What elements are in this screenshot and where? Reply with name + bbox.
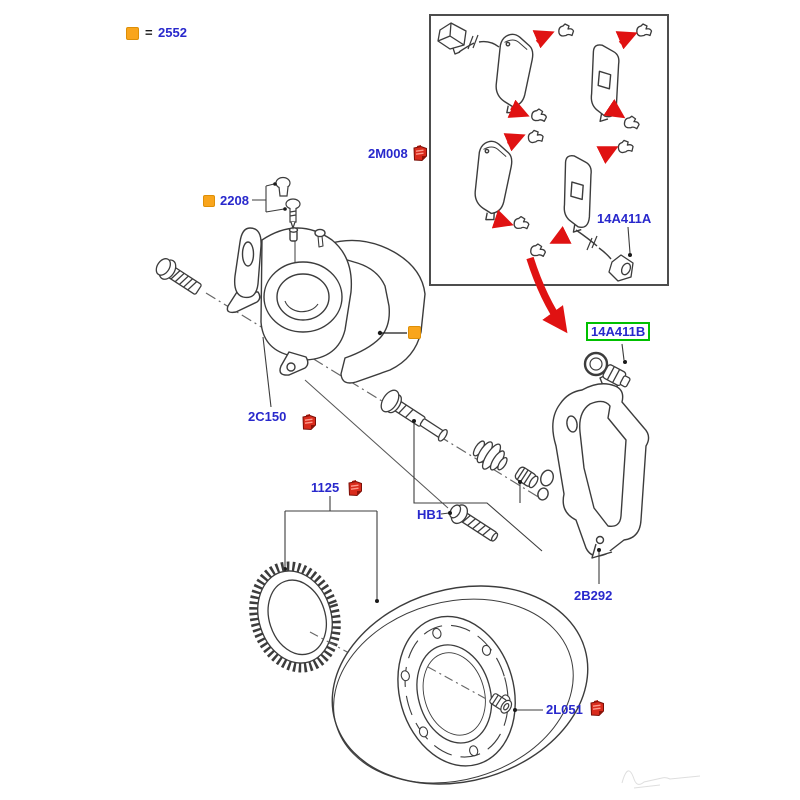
red-flag-icon-2m008[interactable] (411, 145, 429, 162)
caliper-leader-line (262, 336, 272, 408)
part-label-14a411a[interactable]: 14A411A (597, 211, 652, 226)
mount-bolt-line (304, 379, 449, 509)
bleed-screw-bracket (252, 183, 285, 213)
part-label-14a411b-highlighted[interactable]: 14A411B (586, 322, 651, 341)
part-label-2b292[interactable]: 2B292 (574, 588, 613, 603)
legend-equals: = (145, 25, 153, 40)
guide-pin-drawing (380, 389, 448, 442)
caliper-drawing (226, 227, 426, 384)
part-label-2l051[interactable]: 2L051 (546, 702, 583, 717)
part-label-2m008[interactable]: 2M008 (368, 146, 408, 161)
red-flag-icon-1125[interactable] (346, 480, 364, 497)
orange-square-marker (126, 27, 139, 40)
hb1-bolt-drawing (449, 504, 499, 542)
orange-square-marker-caliper (408, 326, 421, 339)
guide-bolt-drawing (155, 258, 202, 295)
highlight-arrow (526, 256, 568, 334)
caliper-bracket-drawing (537, 371, 650, 559)
abs-ring-drawing (249, 561, 341, 673)
wear-sensor-drawing (583, 351, 631, 388)
bleed-screw-drawing (275, 176, 301, 230)
hub-bolt-drawing (489, 693, 513, 714)
boot-drawing (472, 440, 508, 471)
part-label-2208[interactable]: 2208 (220, 193, 249, 208)
rotor-kit-bracket (284, 496, 378, 599)
inset-box-art (429, 14, 669, 286)
legend-part-number[interactable]: 2552 (158, 25, 187, 40)
red-flag-icon-2c150[interactable] (300, 414, 318, 431)
watermark-signature (621, 770, 701, 789)
part-label-2c150[interactable]: 2C150 (248, 409, 287, 424)
pin-bracket-lines (413, 422, 543, 552)
red-flag-icon-2l051[interactable] (588, 700, 606, 717)
orange-square-marker-2208 (203, 195, 215, 207)
part-label-1125[interactable]: 1125 (311, 480, 340, 495)
sleeve-drawing (514, 466, 539, 489)
part-label-hb1[interactable]: HB1 (417, 507, 444, 522)
rotor-drawing (331, 585, 589, 785)
